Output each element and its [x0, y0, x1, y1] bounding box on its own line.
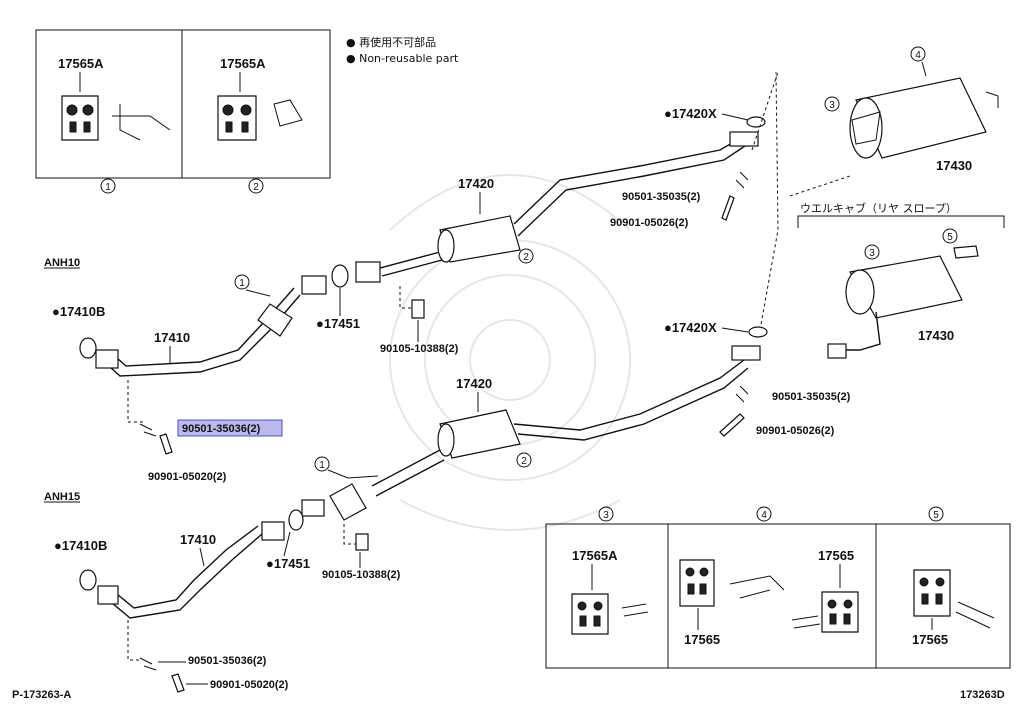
anh15-model-label: ANH15	[44, 491, 80, 503]
anh15-rear-bolt-label: 90901-05026(2)	[756, 425, 835, 437]
tailpipe-upper-muffler-label: 17430	[936, 158, 972, 173]
inset-top-label-1: 17565A	[58, 56, 104, 71]
anh15-gasket-front-label: ●17410B	[54, 538, 107, 553]
anh15-rear-spring-label: 90501-35035(2)	[772, 391, 851, 403]
flange-icon	[301, 499, 325, 517]
hanger-rubber-icon	[821, 591, 859, 633]
legend-non-reusable-jp: ● 再使用不可部品	[346, 35, 436, 49]
inset-bottom-label-3: 17565A	[572, 548, 618, 563]
bolt-icon	[719, 413, 745, 437]
anh10-rear-bolt-label: 90901-05026(2)	[610, 217, 689, 229]
flange-icon	[301, 275, 327, 295]
flange-icon	[355, 261, 381, 283]
anh10-bolt-label: 90901-05020(2)	[148, 471, 227, 483]
anh15-gasket-rear-label: ●17420X	[664, 320, 717, 335]
anh10-bolt-spring-label: 90501-35036(2)	[182, 423, 261, 435]
anh15-bolt-spring-label: 90501-35036(2)	[188, 655, 267, 667]
anh15-assembly: ●17420X 90501-35035(2) 90901-05026(2) 17…	[44, 320, 851, 693]
anh15-bolt-label: 90901-05020(2)	[210, 679, 289, 691]
catalyst-icon	[329, 483, 367, 521]
welcab-title: ウエルキャブ（リヤ スロープ）	[800, 201, 957, 215]
tailpipe-welcab: ウエルキャブ（リヤ スロープ） 3 5 17430	[797, 201, 1005, 359]
spring-icon	[735, 171, 749, 189]
anh10-center-pipe-label: 17420	[458, 176, 494, 191]
inset-bottom-circle-3: 3	[603, 510, 609, 521]
anh10-hanger-bolt-label: 90105-10388(2)	[380, 343, 459, 355]
bolt-icon	[355, 533, 369, 551]
flange-icon	[729, 131, 759, 147]
anh15-center-pipe-label: 17420	[456, 376, 492, 391]
footer-left-code: P-173263-A	[12, 689, 71, 701]
highlight-selected-part	[177, 419, 283, 437]
gasket-ring-icon	[288, 509, 304, 531]
anh10-front-pipe-label: 17410	[154, 330, 190, 345]
tailpipe-upper: 4 3 17430	[824, 46, 999, 173]
bolt-icon	[159, 433, 173, 455]
gasket-ring-icon	[79, 569, 97, 591]
tailpipe-upper-circle-4: 4	[915, 50, 921, 61]
flange-icon	[95, 349, 119, 369]
welcab-circle-3: 3	[869, 248, 875, 259]
anh10-gasket-center-label: ●17451	[316, 316, 360, 331]
spring-icon	[139, 657, 157, 671]
circle-ref-2: 2	[253, 182, 259, 193]
circle-ref-1: 1	[105, 182, 111, 193]
hanger-rubber-icon	[61, 95, 99, 141]
anh10-circle-1: 1	[239, 278, 245, 289]
inset-bottom-label-5: 17565	[912, 632, 948, 647]
welcab-circle-5: 5	[947, 232, 953, 243]
hanger-rubber-icon	[679, 559, 715, 607]
anh15-front-pipe-label: 17410	[180, 532, 216, 547]
footer-right-code: 173263D	[960, 689, 1005, 701]
anh15-gasket-center-label: ●17451	[266, 556, 310, 571]
inset-bottom-circle-5: 5	[933, 510, 939, 521]
anh10-circle-2: 2	[523, 252, 529, 263]
anh10-gasket-rear-label: ●17420X	[664, 106, 717, 121]
anh10-rear-spring-label: 90501-35035(2)	[622, 191, 701, 203]
spring-icon	[139, 423, 157, 437]
anh15-hanger-bolt-label: 90105-10388(2)	[322, 569, 401, 581]
inset-bottom-label-4a: 17565	[684, 632, 720, 647]
hanger-rubber-icon	[571, 593, 609, 635]
legend-non-reusable-en: ● Non-reusable part	[346, 52, 459, 65]
flange-icon	[827, 343, 847, 359]
gasket-ring-icon	[746, 116, 766, 128]
anh10-model-label: ANH10	[44, 257, 80, 269]
gasket-ring-icon	[748, 326, 768, 338]
tailpipe-upper-circle-3: 3	[829, 100, 835, 111]
welcab-muffler-label: 17430	[918, 328, 954, 343]
inset-bottom-hangers: 3 4 5 17565A 17565 17565	[545, 506, 1011, 669]
flange-icon	[261, 521, 285, 541]
hanger-rubber-icon	[217, 95, 257, 141]
anh15-circle-1: 1	[319, 460, 325, 471]
anh15-circle-2: 2	[521, 456, 527, 467]
bolt-icon	[721, 195, 735, 221]
bolt-icon	[171, 673, 185, 693]
inset-bottom-label-4b: 17565	[818, 548, 854, 563]
inset-bottom-circle-4: 4	[761, 510, 767, 521]
gasket-ring-icon	[331, 264, 349, 288]
inset-top-hangers: 17565A 17565A 1 2	[35, 29, 331, 194]
anh10-assembly: ANH10 ●17410B 17410 1 ●17451 90105-10388…	[44, 106, 766, 483]
bolt-icon	[411, 299, 425, 319]
catalyst-icon	[257, 303, 293, 337]
anh10-gasket-front-label: ●17410B	[52, 304, 105, 319]
flange-icon	[731, 345, 761, 361]
flange-icon	[97, 585, 119, 605]
hanger-rubber-icon	[913, 569, 951, 617]
spring-icon	[735, 385, 749, 403]
gasket-ring-icon	[79, 337, 97, 359]
inset-top-label-2: 17565A	[220, 56, 266, 71]
